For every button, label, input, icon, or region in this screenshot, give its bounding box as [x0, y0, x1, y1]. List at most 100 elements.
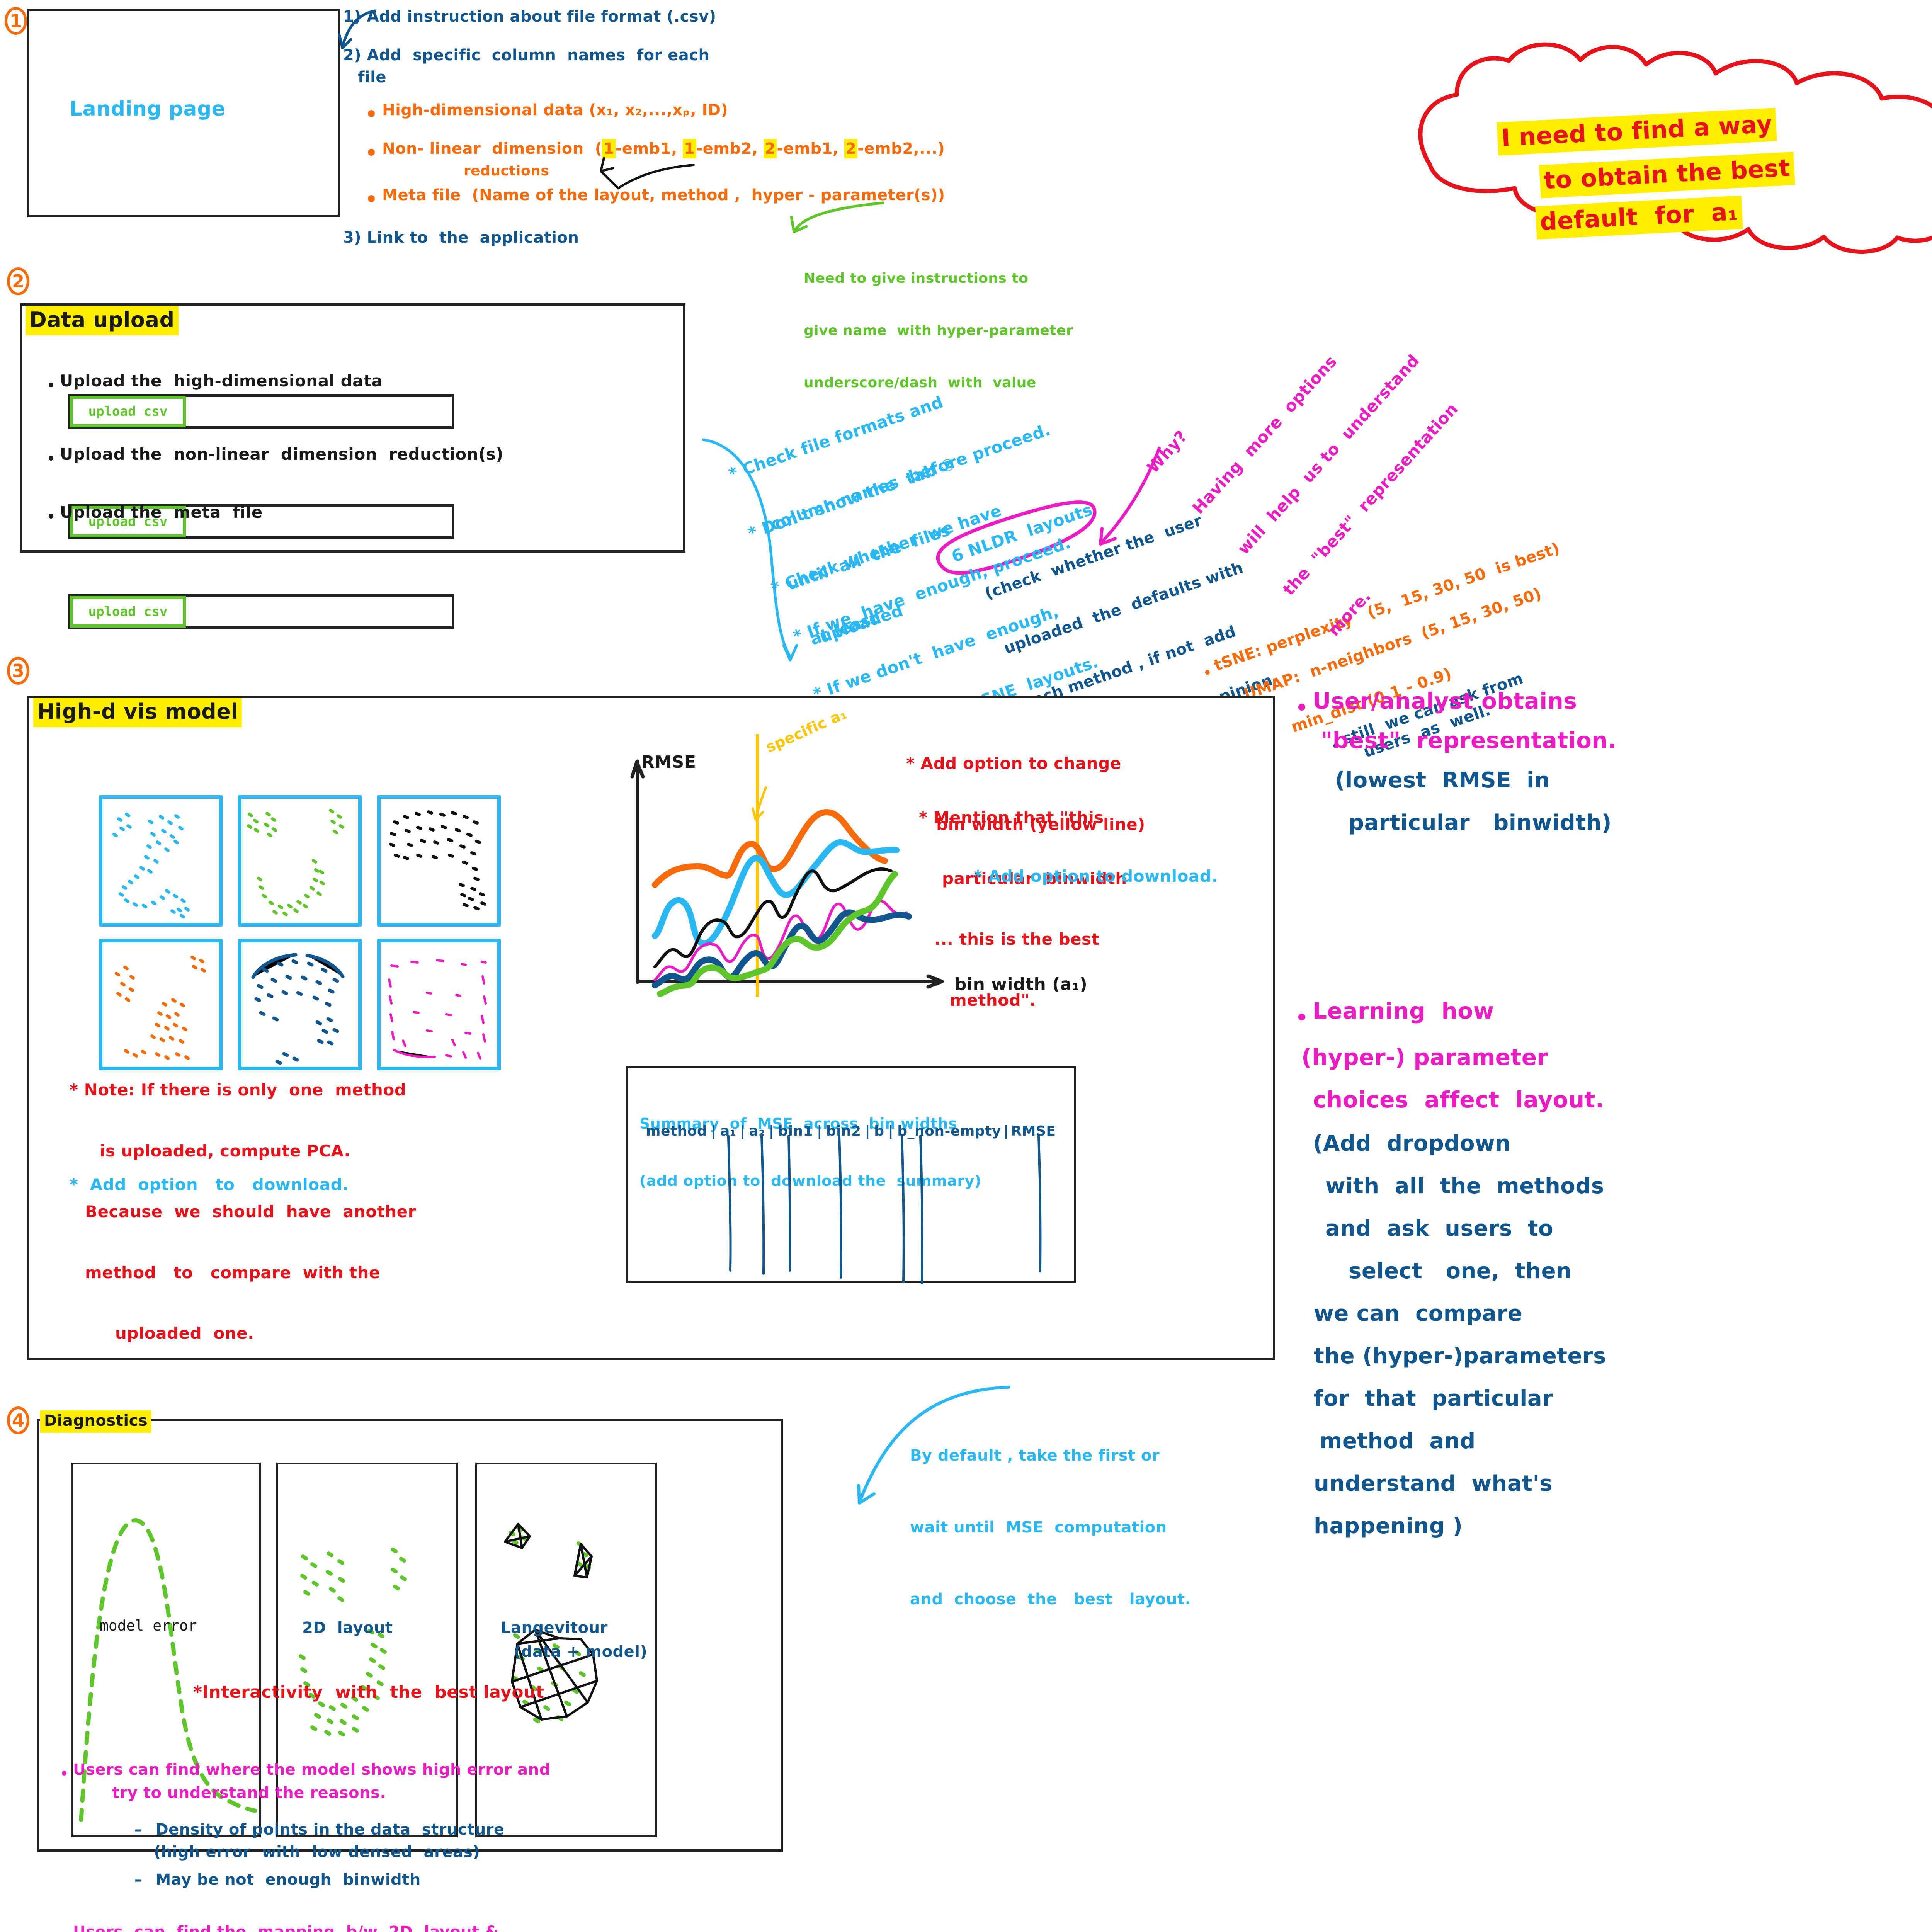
section1-bullet-2-a: Non- linear dimension ( — [382, 140, 602, 158]
data-upload-title: Data upload — [26, 306, 179, 335]
cloud-text-line1: I need to find a way — [1497, 108, 1777, 156]
right-bullet-1-line3: (lowest RMSE in — [1335, 768, 1550, 793]
model-error-density-curve — [79, 1518, 257, 1822]
magenta-pointer-to-nldr — [1099, 447, 1161, 546]
upload-item-3-label: Upload the meta file — [60, 503, 263, 522]
arrow-note1-to-canvas — [338, 9, 376, 49]
right-bullet-2-line4: (Add dropdown — [1313, 1131, 1511, 1156]
layout-thumbnail-5[interactable] — [238, 939, 362, 1070]
section1-note-2-line1: 2) Add specific column names for each — [343, 46, 710, 64]
layout-thumbnail-4[interactable] — [99, 939, 223, 1070]
section3-red-note-line3: Because we should have another — [85, 1202, 416, 1221]
upload-item-2: Upload the non-linear dimension reductio… — [49, 444, 503, 465]
right-bullet-2-line7: select one, then — [1349, 1259, 1572, 1284]
bullet-icon — [1298, 1013, 1305, 1020]
bullet-icon — [368, 110, 375, 117]
section1-bullet-2-hl3: 2 — [764, 139, 777, 158]
section1-note-3: 3) Link to the application — [343, 229, 579, 247]
layout-thumbnail-1[interactable] — [99, 795, 223, 927]
diagnostics-cyan-note: By default , take the first or wait unti… — [910, 1396, 1191, 1635]
diagnostics-plot-model-error[interactable] — [71, 1463, 261, 1837]
diagnostics-caption-langevitour: Langevitour — [501, 1619, 608, 1637]
table-col-sep: | — [1003, 1123, 1009, 1139]
highd-vis-model-title-label: High-d vis model — [33, 698, 242, 727]
bottom-note-navy-2-label: May be not enough binwidth — [155, 1871, 421, 1889]
section1-bullet-2-e: -emb2,...) — [857, 140, 945, 158]
layout-thumbnail-6[interactable] — [377, 939, 501, 1070]
chart-red-note-2: * Mention that "this particular binwidth… — [919, 767, 1127, 1031]
table-col-sep: | — [740, 1123, 745, 1139]
right-bullet-2-line1: Learning how — [1313, 998, 1494, 1024]
right-bullet-2-line5: with all the methods — [1325, 1173, 1604, 1199]
layout-thumbnail-2[interactable] — [238, 795, 362, 927]
upload-control-2[interactable]: upload csv — [68, 504, 454, 539]
chart-red-note-2-line4: method". — [950, 990, 1036, 1010]
right-bullet-2-line3: choices affect layout. — [1313, 1087, 1604, 1113]
series-orange — [652, 809, 888, 888]
upload-csv-button-3[interactable]: upload csv — [70, 596, 186, 628]
step-number-4: 4 — [7, 1406, 29, 1434]
section1-bullet-2-hl4: 2 — [844, 139, 858, 158]
table-header-rmse: RMSE — [1011, 1123, 1056, 1139]
mse-summary-table-panel — [626, 1066, 1076, 1283]
upload-control-3[interactable]: upload csv — [68, 594, 454, 629]
scatter-plot-green — [247, 809, 344, 916]
upload-csv-button-2[interactable]: upload csv — [70, 506, 186, 537]
upload-csv-button-1[interactable]: upload csv — [70, 396, 186, 427]
arrow-reductions-pointer — [600, 157, 695, 190]
step-number-1: 1 — [5, 7, 27, 35]
bullet-icon — [49, 514, 53, 519]
scatter-plot-orange — [115, 956, 206, 1060]
diagnostics-cyan-note-line3: and choose the best layout. — [910, 1590, 1191, 1608]
diagnostics-title: Diagnostics — [40, 1410, 152, 1433]
chart-red-note-1-line1: * Add option to change — [906, 754, 1121, 773]
magenta-why-line3: will help us to understand — [1233, 350, 1423, 558]
magenta-why-line4: the "best" representation — [1279, 399, 1462, 599]
right-bullet-1-line2: "best" representation. — [1321, 727, 1617, 753]
scatter-plot-magenta — [388, 959, 487, 1060]
diagnostics-plot-langevitour[interactable] — [475, 1463, 657, 1837]
cloud-text-line2: to obtain the best — [1539, 151, 1795, 198]
right-bullet-2-line10: for that particular — [1314, 1386, 1553, 1411]
table-col-sep: | — [865, 1123, 871, 1139]
chart-cyan-download-note: * Add option to download. — [974, 867, 1218, 886]
right-bullet-2-line12: understand what's — [1314, 1471, 1553, 1496]
right-bullet-2-line11: method and — [1320, 1429, 1476, 1454]
rmse-chart — [630, 734, 944, 997]
section1-bullet-2-c: -emb2, — [696, 140, 764, 158]
landing-page-label: Landing page — [70, 97, 226, 121]
table-header-b-non-empty: b_non-empty — [897, 1123, 1001, 1139]
section1-bullet-2-hl1: 1 — [602, 139, 616, 158]
bottom-note-magenta-2: Users can find the mapping b/w 2D layout… — [62, 1922, 499, 1932]
section1-bullet-1-label: High-dimensional data (x₁, x₂,...,xₚ, ID… — [382, 101, 728, 119]
table-header-method: method — [646, 1123, 707, 1139]
table-header-bin1: bin1 — [778, 1123, 813, 1139]
series-green — [657, 871, 898, 997]
mse-summary-caption-line1: Summary of MSE across bin widths — [639, 1115, 957, 1132]
section3-red-note: * Note: If there is only one method is u… — [70, 1039, 416, 1364]
upload-control-1[interactable]: upload csv — [68, 394, 454, 429]
layout-thumbnail-3[interactable] — [377, 795, 501, 927]
right-bullet-2-line13: happening ) — [1314, 1514, 1463, 1539]
scatter-plot-cyan — [112, 813, 190, 918]
magenta-ellipse-icon — [936, 500, 1097, 575]
bottom-note-navy-1: – Density of points in the data structur… — [134, 1820, 505, 1839]
bottom-note-magenta-1-line2: try to understand the reasons. — [112, 1784, 386, 1802]
upload-item-3: Upload the meta file — [49, 502, 263, 523]
arrow-cyan-to-diagnostics — [857, 1386, 1010, 1505]
chart-red-note-2-line1: * Mention that "this — [919, 808, 1104, 827]
diagnostics-plot-2d-layout[interactable] — [276, 1463, 458, 1837]
table-col-sep: | — [711, 1123, 716, 1139]
upload-item-1-label: Upload the high-dimensional data — [60, 371, 383, 390]
green-note-line2: give name with hyper-parameter — [804, 323, 1073, 338]
bottom-note-navy-1-line2: (high error with low densed areas) — [154, 1843, 480, 1861]
diagnostics-cyan-note-line1: By default , take the first or — [910, 1447, 1160, 1464]
bullet-icon — [49, 382, 53, 387]
diagnostics-cyan-note-line2: wait until MSE computation — [910, 1519, 1167, 1536]
step-number-2: 2 — [7, 267, 29, 295]
series-black — [653, 867, 893, 968]
scatter-2d-layout — [299, 1548, 407, 1736]
section1-bullet-2-d: -emb1, — [777, 140, 844, 158]
diagnostics-caption-langevitour-sub: (data + model) — [514, 1643, 648, 1661]
cyan-grouping-curve — [702, 438, 798, 662]
